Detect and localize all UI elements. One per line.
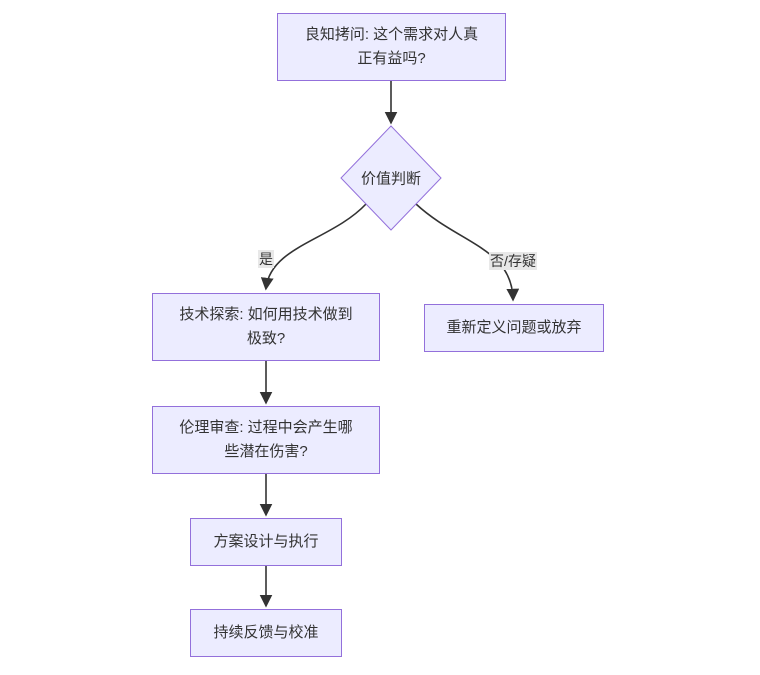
node-redefine-or-abandon: 重新定义问题或放弃 [424, 304, 604, 352]
node-value-judgment-label: 价值判断 [360, 170, 422, 188]
node-tech-exploration: 技术探索: 如何用技术做到 极致? [152, 293, 380, 361]
node-label-line: 持续反馈与校准 [213, 624, 319, 641]
edge-label-yes: 是 [258, 250, 274, 268]
node-continuous-feedback: 持续反馈与校准 [190, 609, 342, 657]
edge-decision-to-tech-yes [260, 203, 367, 291]
node-label-line: 些潜在伤害? [224, 443, 308, 460]
node-label-line: 方案设计与执行 [213, 533, 319, 550]
node-ethics-review: 伦理审查: 过程中会产生哪 些潜在伤害? [152, 406, 380, 474]
node-label-line: 极致? [246, 330, 286, 347]
edge-label-no-or-doubt: 否/存疑 [489, 252, 537, 270]
node-label-line: 正有益吗? [357, 50, 426, 67]
decision-diamond-shape [340, 125, 442, 231]
node-label-line: 伦理审查: 过程中会产生哪 [179, 419, 353, 436]
node-conscience-question: 良知拷问: 这个需求对人真 正有益吗? [277, 13, 506, 81]
node-label-line: 良知拷问: 这个需求对人真 [304, 26, 479, 43]
node-label-line: 重新定义问题或放弃 [446, 319, 582, 336]
node-label-line: 技术探索: 如何用技术做到 [179, 306, 353, 323]
node-design-and-execution: 方案设计与执行 [190, 518, 342, 566]
edge-decision-to-redefine-no [415, 203, 520, 302]
